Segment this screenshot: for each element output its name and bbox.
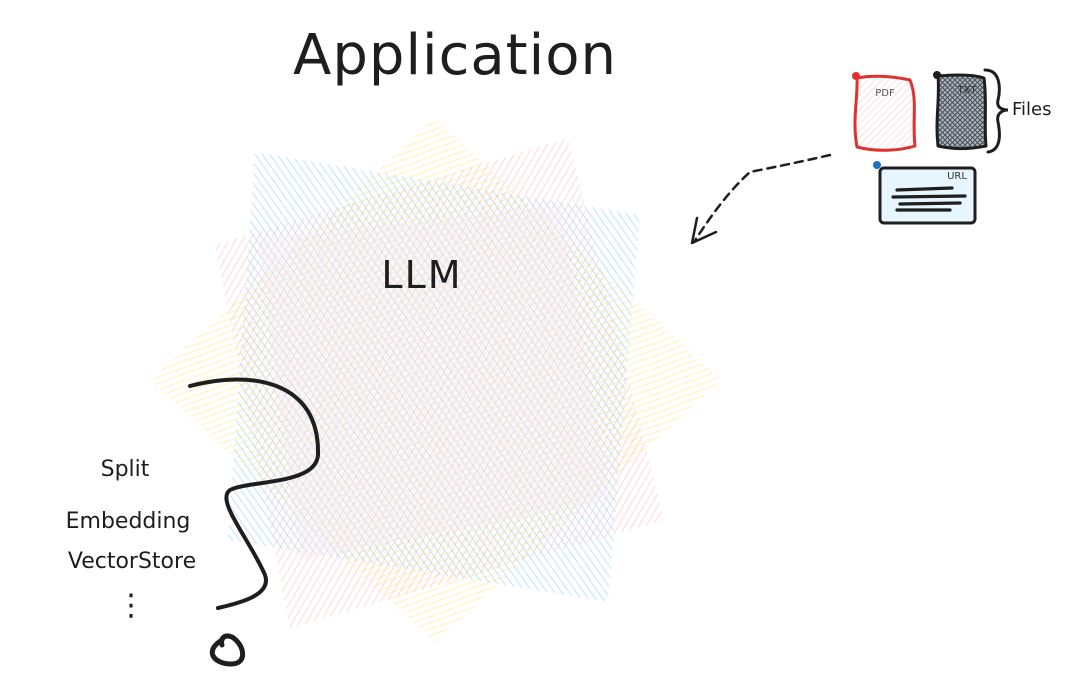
step-vectorstore: VectorStore (68, 549, 196, 574)
url-label: URL (947, 171, 967, 182)
pdf-file-icon: PDF (852, 72, 917, 152)
step-split: Split (101, 457, 150, 482)
step-more-ellipsis: ⋮ (116, 588, 146, 623)
curve-stroke (188, 377, 321, 610)
txt-file-icon: TXT (933, 71, 988, 151)
dashed-arrow (690, 153, 832, 245)
loop-stroke (209, 633, 246, 667)
step-embedding: Embedding (66, 509, 191, 534)
pdf-label: PDF (875, 88, 895, 99)
txt-label: TXT (957, 85, 978, 96)
blue-square (228, 152, 640, 602)
files-group-label: Files (1012, 99, 1052, 120)
llm-square-group (150, 118, 722, 642)
files-brace (983, 68, 1009, 154)
url-box-icon: URL (873, 161, 977, 225)
llm-label: LLM (381, 253, 462, 297)
diagram-title: Application (293, 23, 617, 88)
